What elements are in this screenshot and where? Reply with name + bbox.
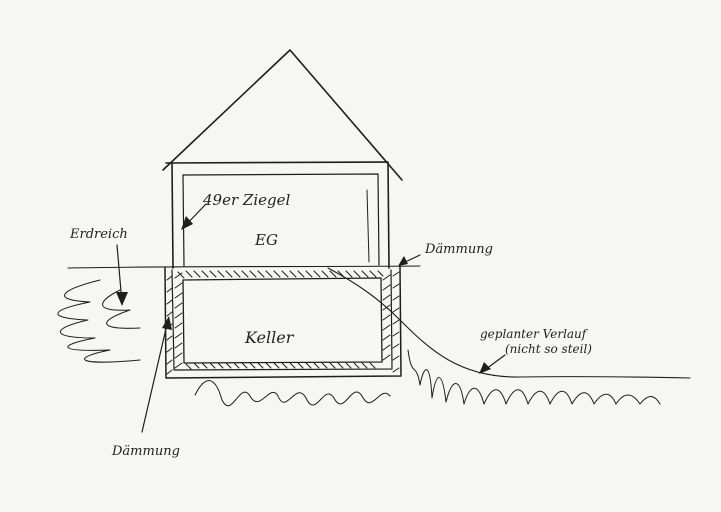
insulation-bottom-label: Dämmung [111, 444, 180, 459]
ground-floor-inner-wall [182, 173, 380, 266]
right-wall-hatching [382, 274, 391, 361]
ground-floor-stroke [366, 189, 370, 263]
brick-label: 49er Ziegel [202, 191, 290, 209]
planned-slope-line [327, 267, 691, 379]
roof-outline [162, 49, 403, 181]
ground-floor-label: EG [254, 231, 278, 249]
insulation-right-label: Dämmung [424, 242, 493, 257]
basement-outer-wall [164, 265, 402, 379]
planned-slope-label-2: (nicht so steil) [505, 342, 592, 356]
planned-slope-label-1: geplanter Verlauf [480, 327, 589, 341]
soil-scribble-left [57, 279, 141, 363]
insulation-bottom-arrow-head [162, 316, 172, 330]
basement-floor-hatching [185, 362, 376, 370]
soil-scribble-right [407, 349, 661, 405]
planned-slope-arrow-head [479, 362, 491, 374]
soil-arrow-head [116, 292, 128, 306]
ground-floor-outer-wall [165, 161, 390, 269]
basement-insulation-line [171, 269, 393, 371]
soil-scribble-bottom [194, 380, 391, 407]
ground-floor-inner-left [182, 174, 185, 267]
insulation-right-arrow-head [398, 256, 408, 266]
slab-hatching [177, 270, 384, 279]
brick-arrow-head [181, 216, 193, 230]
ground-floor-left-wall [171, 162, 174, 269]
soil-label: Erdreich [69, 227, 128, 242]
basement-inner-wall [182, 277, 383, 364]
right-insulation-hatching [392, 271, 400, 373]
ground-line [67, 265, 421, 269]
insulation-bottom-arrow-line [141, 319, 169, 433]
basement-label: Keller [244, 328, 295, 347]
left-wall-hatching [174, 272, 183, 369]
